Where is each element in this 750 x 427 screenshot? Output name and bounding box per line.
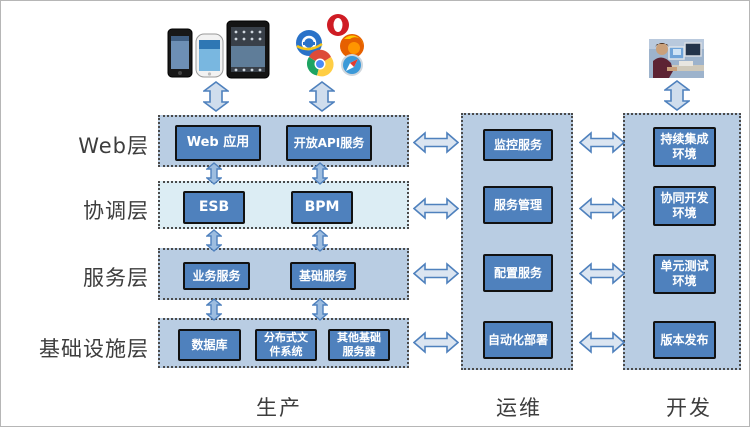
iphone-icon <box>167 28 193 78</box>
distributed-fs-box: 分布式文件系统 <box>255 329 317 361</box>
chrome-icon <box>306 49 334 77</box>
internet-explorer-icon <box>296 30 323 56</box>
devices-to-web-arrow <box>201 81 231 116</box>
web-layer-band: Web 应用 开放API服务 <box>158 115 409 167</box>
release-box: 版本发布 <box>653 321 716 359</box>
monitoring-service-box: 监控服务 <box>483 129 553 161</box>
infrastructure-layer-band: 数据库 分布式文件系统 其他基础服务器 <box>158 318 409 368</box>
business-service-box: 业务服务 <box>183 262 250 290</box>
web-coord-arrow-right <box>311 162 329 189</box>
service-layer-band: 业务服务 基础服务 <box>158 248 409 300</box>
ops-dev-arrow-3 <box>578 262 626 289</box>
person-at-computer-icon <box>649 39 704 78</box>
prod-ops-arrow-4 <box>412 331 460 358</box>
firefox-icon <box>340 34 364 58</box>
coordination-layer-label: 协调层 <box>83 199 149 223</box>
web-app-box: Web 应用 <box>175 125 261 161</box>
operations-label: 运维 <box>496 396 542 420</box>
browsers-to-web-arrow <box>307 81 337 116</box>
coord-service-arrow-left <box>205 229 223 256</box>
android-phone-icon <box>195 33 224 78</box>
open-api-service-box: 开放API服务 <box>286 125 372 161</box>
opera-icon <box>327 14 349 36</box>
bpm-box: BPM <box>291 191 353 224</box>
other-servers-box: 其他基础服务器 <box>328 329 390 361</box>
web-layer-label: Web层 <box>78 134 149 158</box>
coord-service-arrow-right <box>311 229 329 256</box>
database-box: 数据库 <box>178 329 241 361</box>
developer-to-dev-arrow <box>662 80 692 115</box>
unit-test-environment-box: 单元测试环境 <box>653 254 716 294</box>
prod-ops-arrow-3 <box>412 262 460 289</box>
collab-dev-environment-box: 协同开发环境 <box>653 186 716 226</box>
prod-ops-arrow-1 <box>412 131 460 158</box>
service-infra-arrow-right <box>311 298 329 325</box>
infrastructure-layer-label: 基础设施层 <box>39 337 149 361</box>
service-management-box: 服务管理 <box>483 186 553 224</box>
service-layer-label: 服务层 <box>83 266 149 290</box>
ops-dev-arrow-1 <box>578 131 626 158</box>
development-column: 持续集成环境 协同开发环境 单元测试环境 版本发布 <box>623 113 741 370</box>
config-service-box: 配置服务 <box>483 254 553 292</box>
web-coord-arrow-left <box>205 162 223 189</box>
safari-icon <box>341 54 363 76</box>
esb-box: ESB <box>183 191 245 224</box>
ci-environment-box: 持续集成环境 <box>653 127 716 167</box>
ops-dev-arrow-2 <box>578 197 626 224</box>
prod-ops-arrow-2 <box>412 197 460 224</box>
ops-dev-arrow-4 <box>578 331 626 358</box>
coordination-layer-band: ESB BPM <box>158 181 409 229</box>
basic-service-box: 基础服务 <box>290 262 356 290</box>
operations-column: 监控服务 服务管理 配置服务 自动化部署 <box>461 113 573 370</box>
auto-deployment-box: 自动化部署 <box>483 321 553 359</box>
production-label: 生产 <box>256 396 302 420</box>
development-label: 开发 <box>666 396 712 420</box>
mobile-devices-group <box>166 19 270 79</box>
ipad-icon <box>226 20 270 79</box>
browsers-group <box>295 13 367 77</box>
service-infra-arrow-left <box>205 298 223 325</box>
